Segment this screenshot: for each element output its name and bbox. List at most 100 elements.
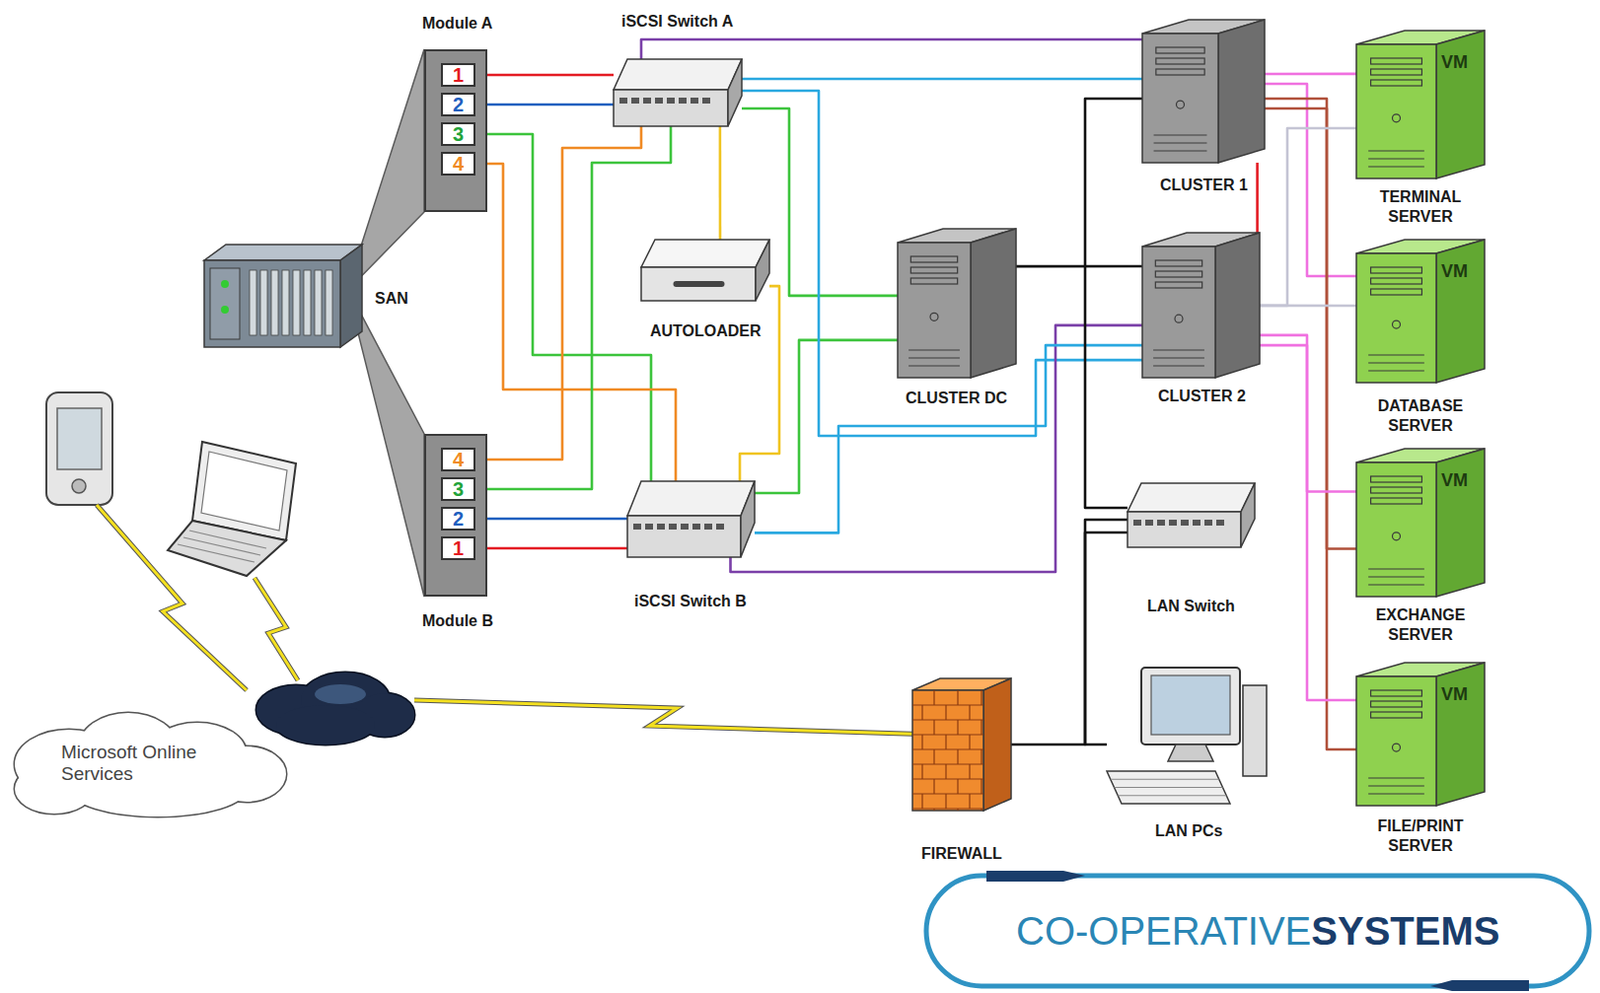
device-label: CLUSTER DC — [902, 388, 1011, 409]
device-icon — [220, 280, 229, 289]
iscsi-switch: iSCSI Switch A — [613, 59, 742, 127]
device-icon — [1155, 282, 1202, 289]
network-cable — [719, 126, 723, 240]
device-icon — [1155, 260, 1202, 267]
wireless-bolt — [96, 505, 247, 691]
device-icon — [921, 734, 923, 750]
wireless-bolt — [96, 505, 298, 691]
device-label: LAN Switch — [1144, 596, 1238, 617]
device-icon — [627, 515, 741, 558]
device-icon — [1168, 519, 1177, 526]
device-icon — [727, 59, 742, 127]
cluster-server: CLUSTER 1 — [1142, 19, 1265, 163]
device-icon — [1356, 253, 1437, 383]
device-icon — [1151, 675, 1231, 735]
device-icon — [1368, 583, 1425, 585]
device-icon — [1133, 519, 1142, 526]
lan-switch: LAN Switch — [1127, 483, 1255, 548]
device-icon — [1368, 369, 1425, 371]
network-cable — [1085, 532, 1128, 745]
vm-tag: VM — [1441, 261, 1468, 282]
device-icon — [627, 481, 755, 558]
vm-server: VMEXCHANGE SERVER — [1356, 448, 1485, 597]
device-icon — [983, 678, 1012, 811]
device-icon — [1436, 662, 1485, 806]
device-icon — [1436, 239, 1485, 383]
device-label: TERMINAL SERVER — [1351, 187, 1490, 227]
network-cable — [1016, 265, 1143, 269]
device-icon — [912, 704, 984, 706]
device-icon — [1371, 712, 1423, 719]
device-icon — [1368, 354, 1425, 356]
company-logo: CO-OPERATIVESYSTEMS — [1016, 908, 1500, 954]
laptop-device — [183, 537, 261, 556]
device-icon — [1368, 157, 1425, 159]
network-cable — [754, 340, 898, 494]
device-label: EXCHANGE SERVER — [1351, 605, 1490, 646]
device-icon — [910, 267, 957, 274]
port-box: 2 — [440, 92, 476, 117]
device-icon — [1392, 532, 1401, 541]
device-icon — [921, 794, 923, 809]
device-icon — [613, 89, 728, 127]
device-icon — [945, 794, 946, 809]
device-icon — [933, 808, 935, 811]
device-icon — [276, 705, 375, 745]
port-box: 1 — [440, 536, 476, 561]
network-cable — [475, 547, 628, 551]
device-icon — [1368, 165, 1425, 167]
device-icon — [1114, 787, 1224, 789]
device-icon — [1356, 239, 1485, 383]
device-icon — [980, 749, 982, 765]
device-icon — [692, 523, 701, 530]
device-icon — [282, 270, 290, 336]
device-icon — [654, 97, 663, 104]
device-icon — [980, 779, 982, 795]
device-icon — [933, 779, 935, 795]
device-icon — [912, 733, 984, 735]
device-icon — [204, 244, 363, 348]
device-icon — [933, 690, 935, 706]
device-icon — [1156, 47, 1205, 54]
device-icon — [1218, 19, 1265, 163]
device-icon — [912, 719, 984, 721]
device-icon — [1368, 149, 1425, 151]
device-icon — [1154, 134, 1208, 136]
device-icon — [704, 523, 713, 530]
device-icon — [980, 690, 982, 706]
device-icon — [1127, 483, 1255, 548]
device-icon — [1356, 662, 1485, 806]
laptop-device — [167, 520, 287, 577]
logo-frame — [926, 875, 1590, 987]
tablet-device — [72, 479, 86, 494]
device-icon — [1240, 483, 1255, 548]
device-icon — [1371, 267, 1423, 274]
device-icon — [1142, 19, 1265, 163]
network-cable — [475, 126, 642, 460]
network-cable — [1259, 128, 1357, 306]
device-icon — [1371, 69, 1423, 75]
device-icon — [1117, 795, 1227, 797]
device-icon — [1215, 232, 1260, 378]
vm-tag: VM — [1441, 470, 1468, 491]
logo-frame — [926, 871, 1590, 992]
port-box: 3 — [440, 477, 476, 502]
device-icon — [910, 278, 957, 285]
device-icon — [897, 228, 1017, 378]
device-icon — [1145, 519, 1154, 526]
device-icon — [930, 312, 939, 321]
port-number: 1 — [442, 538, 474, 559]
device-icon — [912, 678, 1012, 811]
device-label: iSCSI Switch B — [631, 591, 750, 612]
device-icon — [292, 270, 300, 336]
device-icon — [1392, 743, 1401, 752]
storage-module: Module A1234 — [424, 49, 488, 213]
device-icon — [303, 270, 311, 336]
device-icon — [668, 523, 677, 530]
wireless-link — [414, 700, 913, 734]
device-icon — [1356, 44, 1437, 179]
port-box: 1 — [440, 63, 476, 87]
device-icon — [970, 228, 1017, 378]
device-icon — [1127, 511, 1241, 548]
device-icon — [1368, 362, 1425, 364]
